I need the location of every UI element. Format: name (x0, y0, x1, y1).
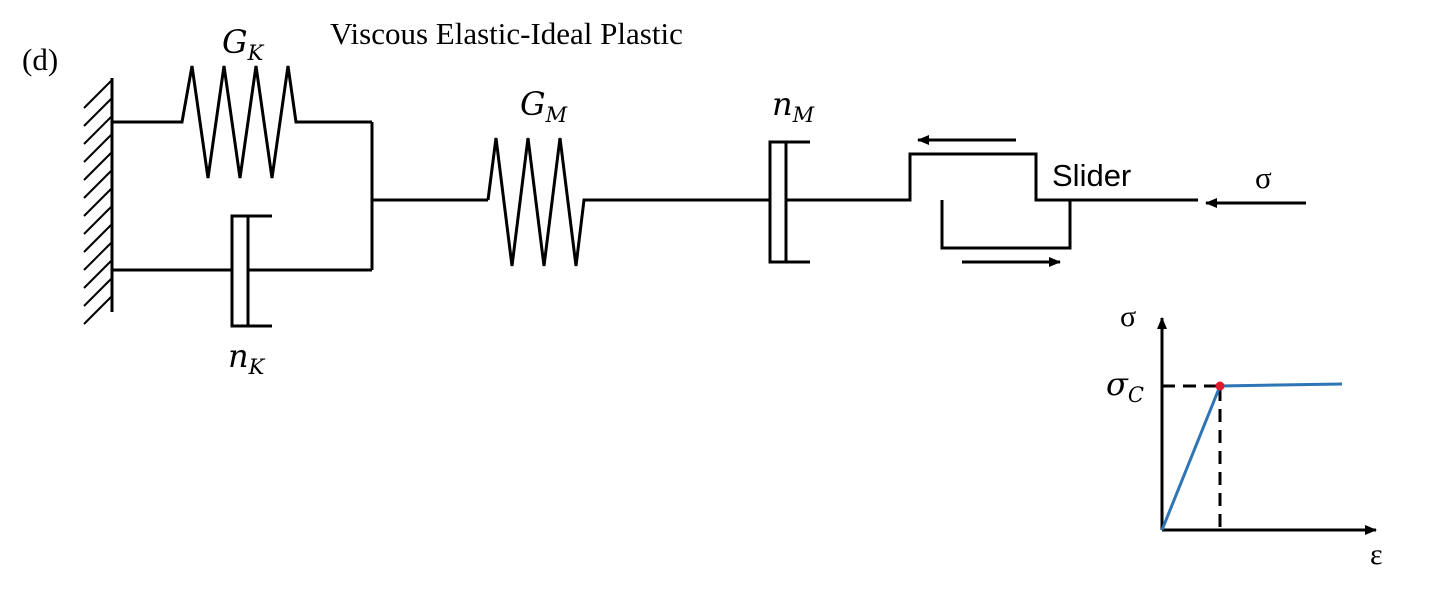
maxwell-dashpot (768, 140, 910, 264)
kelvin-connector (370, 122, 488, 270)
maxwell-dashpot-label: nM (772, 88, 814, 126)
maxwell-dashpot-subscript: M (792, 103, 815, 127)
maxwell-spring-label: GM (520, 88, 567, 126)
kelvin-spring (112, 65, 372, 179)
inset-x-axis-label: ε (1370, 538, 1383, 571)
inset-graph (1157, 317, 1377, 535)
kelvin-dashpot-symbol: n (228, 337, 249, 375)
maxwell-spring-subscript: M (545, 103, 568, 127)
kelvin-spring-symbol: G (222, 23, 248, 61)
threshold-subscript: C (1127, 383, 1144, 407)
maxwell-spring (486, 137, 770, 267)
yield-point-marker (1215, 381, 1225, 391)
stress-strain-curve (1160, 382, 1343, 531)
kelvin-dashpot (112, 214, 372, 328)
load-sigma-label: σ (1255, 160, 1272, 195)
threshold-label: σC (1106, 368, 1144, 406)
kelvin-dashpot-label: nK (228, 340, 264, 378)
slider-element (896, 152, 1198, 250)
diagram-title: Viscous Elastic-Ideal Plastic (330, 16, 683, 51)
fixed-wall (83, 78, 114, 325)
kelvin-spring-subscript: K (247, 41, 264, 65)
maxwell-dashpot-symbol: n (772, 85, 793, 123)
slider-label: Slider (1052, 158, 1132, 193)
kelvin-spring-label: GK (222, 26, 263, 64)
panel-label: (d) (22, 42, 59, 77)
threshold-symbol: σ (1106, 365, 1128, 403)
inset-y-axis-label: σ (1120, 300, 1137, 333)
kelvin-dashpot-subscript: K (248, 355, 265, 379)
maxwell-spring-symbol: G (520, 85, 546, 123)
